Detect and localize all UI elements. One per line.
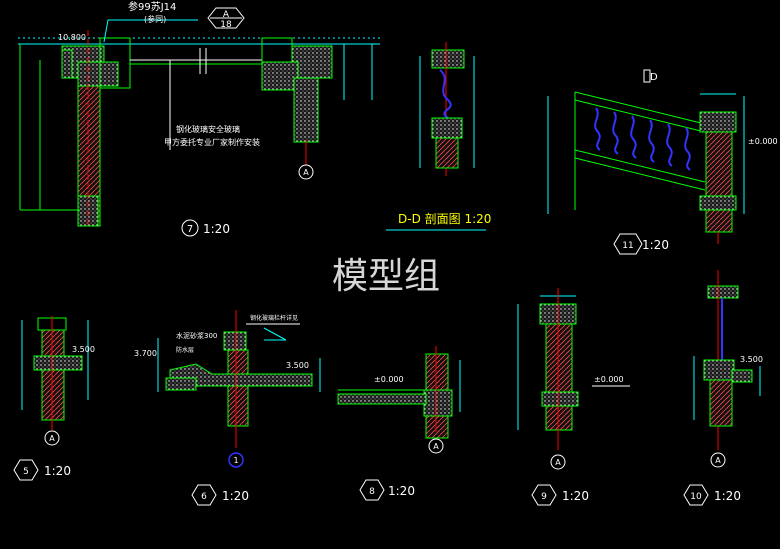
elev-3700: 3.700 — [134, 349, 157, 358]
detail-9-scale: 1:20 — [562, 489, 589, 503]
detail-11 — [547, 69, 745, 255]
elev-0000-c: ±0.000 — [748, 137, 778, 146]
detail-10-scale: 1:20 — [714, 489, 741, 503]
detail-6 — [157, 310, 321, 506]
axis-a4: A — [433, 442, 439, 451]
axis-a5: A — [555, 458, 561, 467]
detail-8-num: 8 — [369, 487, 375, 497]
detail-8-scale: 1:20 — [388, 484, 415, 498]
elev-0000-a: ±0.000 — [374, 375, 404, 384]
watermark: 模型组 — [332, 256, 440, 297]
index-bottom: 18 — [220, 20, 232, 30]
ref-sub: (参同) — [144, 14, 166, 24]
detail-7-num: 7 — [187, 224, 193, 235]
detail-7-bubble — [181, 219, 199, 237]
axis-bubble-a1 — [298, 164, 314, 180]
index-top: A — [223, 10, 230, 20]
detail-9-num: 9 — [541, 492, 547, 502]
detail-5-scale: 1:20 — [44, 464, 71, 478]
elev-3500-a: 3.500 — [72, 345, 95, 354]
glass-note-2: 甲方委托专业厂家制作安装 — [164, 137, 260, 147]
elev-3500-b: 3.500 — [286, 361, 309, 370]
detail-6-num: 6 — [201, 492, 207, 502]
axis-a1: A — [303, 168, 309, 177]
detail-11-scale: 1:20 — [642, 238, 669, 252]
detail-7-scale: 1:20 — [203, 222, 230, 236]
detail-5 — [13, 316, 89, 481]
detail-8 — [337, 346, 461, 501]
d6-note-2: 防水层 — [176, 346, 194, 354]
elev-10800: 10.800 — [58, 33, 86, 42]
axis-a3: 1 — [233, 456, 238, 465]
section-dd — [386, 42, 486, 231]
detail-10-num: 10 — [690, 492, 702, 502]
section-dd-title: D-D 剖面图 1:20 — [398, 212, 491, 226]
section-mark: D — [650, 72, 658, 83]
axis-a2: A — [49, 434, 55, 443]
detail-10 — [683, 270, 761, 506]
detail-6-scale: 1:20 — [222, 489, 249, 503]
ref-text: 参99苏J14 — [128, 0, 176, 13]
elev-0000-b: ±0.000 — [594, 375, 624, 384]
d6-note-4: 钢化玻璃栏杆详见 — [250, 314, 298, 322]
detail-9 — [517, 288, 630, 506]
detail-5-num: 5 — [23, 467, 29, 477]
detail-11-num: 11 — [622, 241, 633, 251]
elev-3500-c: 3.500 — [740, 355, 763, 364]
detail-7 — [18, 7, 380, 227]
d6-note-1: 水泥砂浆300 — [176, 331, 217, 340]
axis-a6: A — [715, 456, 721, 465]
glass-note-1: 钢化玻璃安全玻璃 — [176, 124, 240, 134]
